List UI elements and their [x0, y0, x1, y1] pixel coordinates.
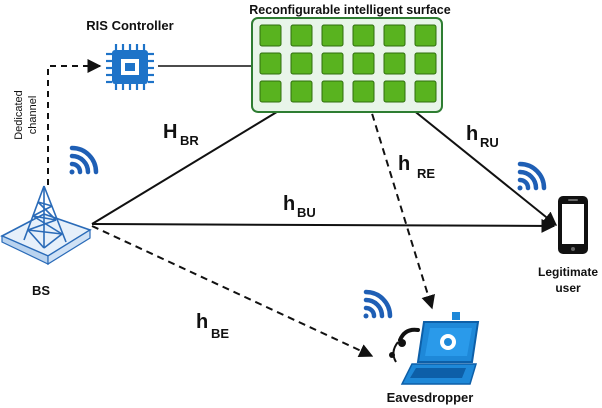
ris-label: Reconfigurable intelligent surface	[249, 3, 450, 17]
ris-controller-label: RIS Controller	[86, 18, 173, 33]
chip-icon	[106, 44, 154, 90]
legitimate-user-label-line1: Legitimate	[538, 265, 598, 279]
channel-label-be-sub: BE	[211, 326, 229, 341]
channel-label-re-main: h	[398, 153, 410, 175]
ris-element	[290, 80, 313, 103]
ris-element	[414, 24, 437, 47]
channel-line-bu	[91, 218, 556, 233]
laptop-icon	[400, 312, 480, 385]
ris-element	[259, 24, 282, 47]
ris-element	[259, 80, 282, 103]
user-wave-icon	[517, 161, 547, 191]
channel-label-bu: h BU	[283, 193, 316, 220]
ris-element	[383, 52, 406, 75]
channel-label-br-sub: BR	[180, 133, 199, 148]
channel-label-br-main: H	[163, 121, 177, 143]
antenna-tower-icon	[0, 185, 92, 266]
channel-label-br: H BR	[163, 121, 199, 148]
channel-label-bu-main: h	[283, 193, 295, 215]
channel-label-re: h RE	[398, 153, 435, 181]
ris-element	[414, 52, 437, 75]
ris-element	[290, 52, 313, 75]
ris-element	[352, 52, 375, 75]
smartphone-icon	[558, 196, 588, 254]
ris-element-grid	[259, 24, 437, 103]
channel-label-ru: h RU	[466, 123, 499, 150]
ris-element	[290, 24, 313, 47]
channel-line-be	[91, 225, 374, 358]
channel-label-be: h BE	[196, 311, 229, 341]
channel-label-re-sub: RE	[417, 166, 435, 181]
ris-element	[383, 80, 406, 103]
ris-element	[383, 24, 406, 47]
channel-label-bu-sub: BU	[297, 205, 316, 220]
ris-element	[259, 52, 282, 75]
ris-element	[321, 80, 344, 103]
eavesdropper-label: Eavesdropper	[387, 390, 474, 405]
channel-label-be-main: h	[196, 311, 208, 333]
wireless-wave-group	[69, 145, 547, 319]
ris-element	[352, 80, 375, 103]
legitimate-user-label-line2: user	[555, 281, 581, 295]
bs-label: BS	[32, 283, 50, 298]
bs-wave-icon	[69, 145, 99, 175]
dedicated-channel-label-line2: channel	[27, 96, 39, 135]
ris-element	[321, 24, 344, 47]
ris-element	[321, 52, 344, 75]
eavesdropper-wave-icon	[363, 289, 393, 319]
ris-panel	[251, 17, 443, 113]
ris-element	[352, 24, 375, 47]
dedicated-channel-line	[47, 59, 102, 185]
channel-label-ru-main: h	[466, 123, 478, 145]
headset-icon	[389, 327, 420, 363]
ris-element	[414, 80, 437, 103]
channel-label-ru-sub: RU	[480, 135, 499, 150]
dedicated-channel-label-line1: Dedicated	[13, 90, 25, 140]
